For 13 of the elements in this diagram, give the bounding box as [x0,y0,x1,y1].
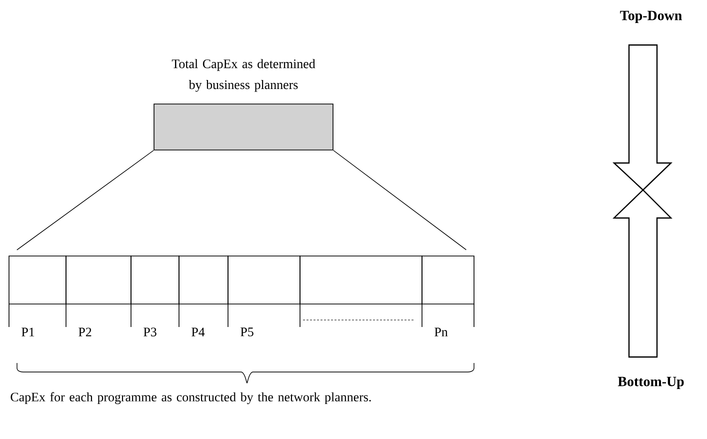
caption: CapEx for each programme as constructed by the network planners. [10,392,371,404]
segment-cell [300,256,422,328]
segment-cell: P3 [130,256,180,336]
segment-cell: P5 [228,256,300,336]
connector-line [16,150,154,250]
direction-label: Bottom-Up [618,376,684,390]
segment-cell: P1 [8,256,66,336]
direction-label: Top-Down [620,10,682,24]
connector-line [333,150,467,250]
segment-cell: P4 [178,256,228,336]
box-heading: Total CapEx as determined by business planners [172,59,316,92]
segment-cell: Pn [422,256,474,336]
segment-cell: P2 [66,256,132,336]
